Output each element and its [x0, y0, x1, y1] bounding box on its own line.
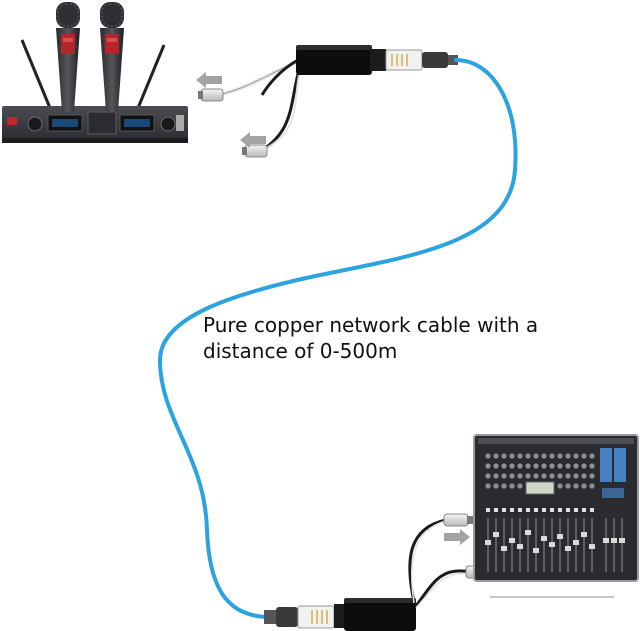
extender-bottom-body: [344, 598, 416, 631]
mixer-blue-panel: [600, 448, 612, 482]
antenna-right: [136, 44, 166, 109]
caption: Pure copper network cable with a distanc…: [203, 312, 563, 364]
xlr-plug-icon: [443, 513, 473, 527]
caption-line-1: Pure copper network cable with a: [203, 313, 539, 337]
xlr-plug-icon: [198, 88, 224, 102]
mixer-display: [525, 481, 555, 495]
xlr-wire-lower-b: [414, 569, 471, 607]
rj45-plug-icon: [264, 605, 335, 629]
xlr-wire-lower: [261, 65, 302, 152]
network-cable: [157, 58, 518, 619]
xlr-plug-icon: [242, 144, 268, 158]
extender-bottom: [264, 513, 485, 631]
left-arrow-icon: [444, 529, 470, 545]
extender-top-body: [296, 45, 372, 75]
brand-badge: [7, 117, 17, 125]
extender-bottom-port: [334, 604, 346, 628]
left-arrow-icon: [196, 72, 222, 88]
mixer-body: [473, 434, 639, 582]
audio-mixer: [473, 434, 639, 598]
extender-top: [196, 45, 458, 158]
mixer-knobs: [485, 453, 595, 489]
antenna-left: [20, 39, 52, 109]
mixer-faders: [485, 508, 625, 572]
microphone-left: [56, 2, 80, 112]
microphone-right: [100, 2, 124, 112]
caption-line-2: distance of 0-500m: [203, 339, 398, 363]
extender-top-port: [370, 49, 386, 71]
xlr-wire-black-top: [260, 58, 299, 96]
wireless-receiver: [2, 2, 188, 143]
rj45-plug-icon: [385, 49, 458, 71]
left-arrow-icon: [240, 132, 266, 148]
